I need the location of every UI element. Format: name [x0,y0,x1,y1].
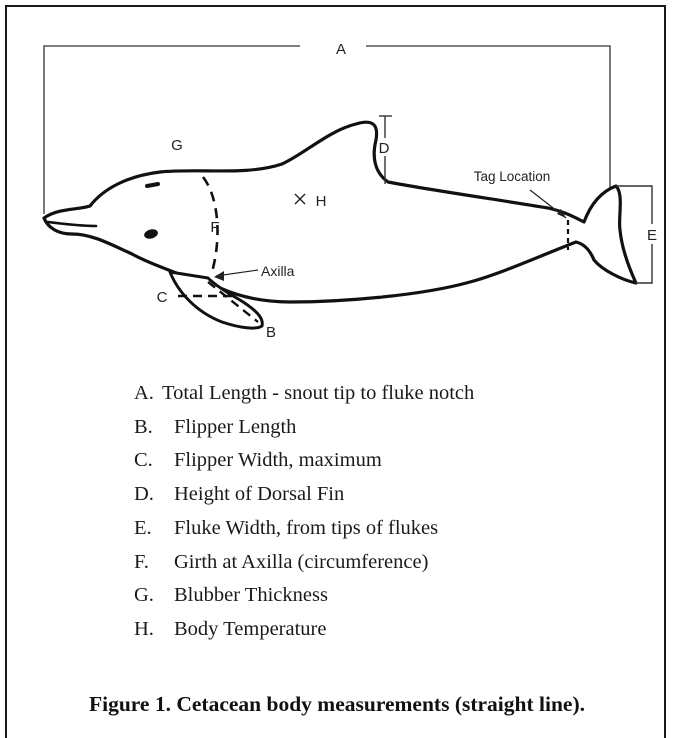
dolphin-diagram: A D E Tag Location Axilla G F H [0,0,674,360]
figure-caption: Figure 1. Cetacean body measurements (st… [0,692,674,717]
legend-text: Body Temperature [174,618,326,640]
tag-pointer [530,190,566,218]
legend-text: Total Length - snout tip to fluke notch [162,382,474,404]
legend-letter: C. [134,447,174,473]
legend-item: D.Height of Dorsal Fin [134,481,344,507]
legend-item: F.Girth at Axilla (circumference) [134,549,428,575]
axilla-pointer [214,270,258,281]
label-a: A [336,41,346,58]
legend-text: Girth at Axilla (circumference) [174,551,428,573]
flipper [170,272,262,328]
axilla-label: Axilla [261,263,295,279]
label-e: E [647,227,657,244]
legend-text: Flipper Width, maximum [174,449,382,471]
legend-item: A.Total Length - snout tip to fluke notc… [134,380,474,406]
legend-text: Flipper Length [174,416,296,438]
label-f: F [210,219,219,236]
legend-letter: F. [134,549,174,575]
tag-location-label: Tag Location [474,169,551,184]
mouth-line [48,222,96,226]
label-h: H [316,193,327,210]
legend-item: B.Flipper Length [134,414,296,440]
legend-item: E.Fluke Width, from tips of flukes [134,515,438,541]
dolphin-body-outline [44,122,636,302]
legend-text: Blubber Thickness [174,584,328,606]
temperature-x-mark [295,194,305,204]
legend-item: H.Body Temperature [134,616,326,642]
label-d: D [379,140,390,157]
legend-letter: E. [134,515,174,541]
label-g: G [171,137,183,154]
label-c: C [157,289,168,306]
legend-text: Fluke Width, from tips of flukes [174,517,438,539]
legend-item: G.Blubber Thickness [134,582,328,608]
legend-letter: B. [134,414,174,440]
total-length-bracket [44,46,610,214]
label-b: B [266,324,276,341]
legend-letter: G. [134,582,174,608]
legend-letter: A. [134,380,162,406]
legend-letter: D. [134,481,174,507]
legend-text: Height of Dorsal Fin [174,483,344,505]
eye [143,228,159,240]
blowhole [147,184,158,186]
legend-letter: H. [134,616,174,642]
legend-item: C.Flipper Width, maximum [134,447,382,473]
